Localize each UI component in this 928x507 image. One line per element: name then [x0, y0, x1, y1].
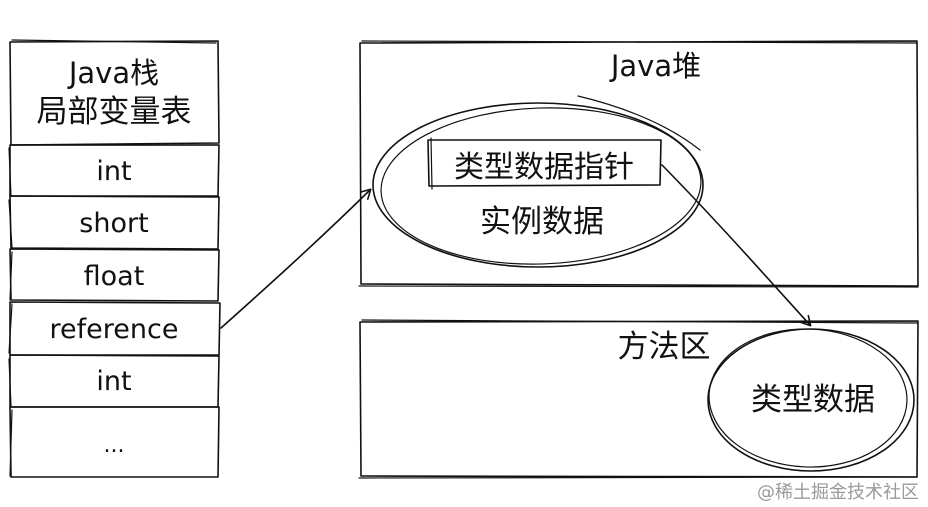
method-area: 方法区 类型数据: [358, 319, 919, 479]
stack-slot-int-2: int: [8, 354, 220, 408]
type-data-pointer-box: [427, 137, 662, 190]
type-data-label: 类型数据: [751, 382, 875, 418]
watermark-text: @稀土掘金技术社区: [757, 482, 919, 503]
java-stack-title: Java栈: [67, 56, 159, 90]
stack-slot-short: short: [8, 195, 220, 250]
stack-slot-float: float: [9, 248, 220, 302]
type-pointer-arrow: [661, 164, 812, 327]
object-instance-ellipse: [372, 102, 704, 268]
method-area-box: [359, 320, 919, 478]
stack-slot-label: reference: [50, 314, 179, 345]
java-stack: Java栈 局部变量表 int short float reference in…: [8, 39, 221, 478]
stack-slot-label: int: [96, 366, 131, 397]
java-heap-title: Java堆: [609, 49, 701, 83]
stack-slot-label: ...: [104, 433, 125, 458]
local-variable-table-title: 局部变量表: [37, 94, 192, 130]
instance-data-label: 实例数据: [480, 204, 604, 240]
reference-arrow: [220, 188, 372, 329]
java-heap-box: [359, 40, 919, 287]
stack-slot-ellipsis: ...: [9, 406, 220, 478]
stack-slot-label: float: [84, 261, 145, 292]
stack-slot-int-1: int: [8, 144, 220, 197]
java-heap: Java堆 类型数据指针 实例数据: [358, 40, 919, 288]
stack-slot-label: short: [79, 208, 148, 239]
stack-slot-label: int: [96, 156, 131, 187]
stack-slot-reference: reference: [8, 301, 221, 356]
type-data-pointer-label: 类型数据指针: [454, 150, 634, 185]
method-area-title: 方法区: [618, 329, 711, 365]
